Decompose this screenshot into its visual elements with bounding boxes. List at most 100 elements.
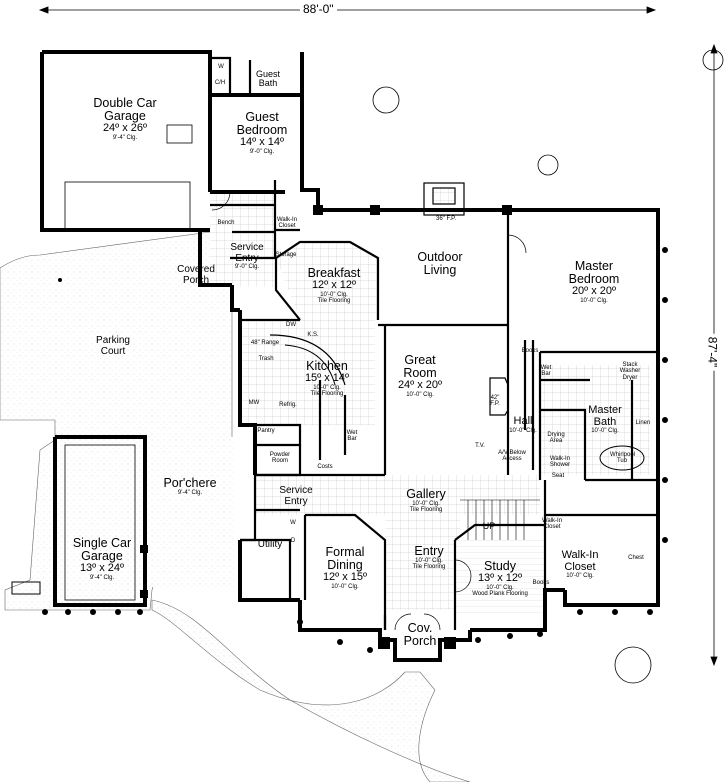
cov-porch-label: Cov. Porch <box>400 621 440 648</box>
porchere-area <box>145 437 235 587</box>
refrig-label: Refrig. <box>279 402 297 408</box>
entry-label: Entry 10'-0" Clg. Tile Flooring <box>412 544 446 571</box>
single-garage-dim: 13º x 24º <box>79 562 125 575</box>
hall-clg: 10'-0" Clg. <box>509 427 537 434</box>
entry-floor <box>385 515 460 610</box>
gallery-floor <box>255 475 540 515</box>
garage-step <box>11 581 41 595</box>
single-garage-name: Single Car Garage <box>72 536 132 564</box>
study-floor: Wood Plank Flooring <box>472 590 528 597</box>
entry-floor: Tile Flooring <box>412 564 446 571</box>
service-entry-top-clg: 9'-0" Clg. <box>234 264 260 270</box>
gallery-label: Gallery 10'-0" Clg. Tile Flooring <box>406 487 446 514</box>
walkin-closet-master-label: Walk-In Closet 10'-0" Clg. <box>558 549 603 579</box>
breakfast-name: Breakfast <box>307 266 361 280</box>
breakfast-floor <box>276 242 378 320</box>
master-bath-label: Master Bath 10'-0" Clg. <box>583 404 628 434</box>
wet-bar-label: Wet Bar <box>346 430 358 443</box>
exterior-walls <box>40 50 660 662</box>
ks-label: K.S. <box>307 332 319 338</box>
formal-dining-name: Formal Dining <box>325 545 365 573</box>
up-label: UP <box>482 521 496 531</box>
gallery-name: Gallery <box>406 487 446 501</box>
formal-dining-dim: 12º x 15º <box>322 571 368 584</box>
kitchen-island <box>269 334 346 386</box>
books-label: Books <box>521 348 539 354</box>
breakfast-floor: Tile Flooring <box>317 297 351 304</box>
master-bedroom-label: Master Bedroom 20º x 20º 10'-0" Clg. <box>559 259 629 304</box>
parking-court-name: Parking Court <box>96 335 130 357</box>
shrubs <box>42 247 668 653</box>
columns <box>140 205 512 649</box>
walkin-closet-small-label: Walk-In Closet <box>541 518 563 531</box>
guest-bath-label: Guest Bath <box>253 69 283 89</box>
guest-bedroom-dim: 14º x 14º <box>239 136 285 149</box>
entry-clg: 10'-0" Clg. <box>415 558 443 565</box>
overall-width-label: 88'-0" <box>300 2 337 16</box>
breakfast-label: Breakfast 12º x 12º 10'-0" Clg. Tile Flo… <box>307 266 361 304</box>
chest-label: Chest <box>628 555 644 561</box>
walkin-closet-master-name: Walk-In Closet <box>561 549 599 573</box>
master-bath-name: Master Bath <box>588 404 622 428</box>
range-label: 48" Range <box>250 340 280 346</box>
drying-area-label: Drying Area <box>547 432 565 445</box>
water-heater-label: W <box>218 64 224 70</box>
fp-outdoor-label: 36" F.P. <box>435 216 457 222</box>
kitchen-dim: 15º x 14º <box>304 372 350 385</box>
kitchen-label: Kitchen 15º x 14º 10'-0" Clg. Tile Floor… <box>304 359 350 397</box>
breakfast-clg: 10'-0" Clg. <box>320 291 348 298</box>
front-walk <box>151 599 471 782</box>
bench-label: Bench <box>217 220 235 226</box>
porchere-label: Por'chere 9'-4" Clg. <box>163 476 216 497</box>
overall-width-dimension <box>38 6 657 14</box>
garage-doors <box>64 124 193 601</box>
great-room-clg: 10'-0" Clg. <box>406 391 434 398</box>
trash-label: Trash <box>258 356 274 362</box>
guest-bath-name: Guest Bath <box>255 69 280 89</box>
great-room-fireplace-icon <box>489 377 509 416</box>
hall-name: Hall <box>513 415 533 427</box>
costs-label: Costs <box>317 464 333 470</box>
formal-dining-label: Formal Dining 12º x 15º 10'-0" Clg. <box>318 545 373 590</box>
kitchen-clg: 10'-0" Clg. <box>313 384 341 391</box>
dw-label: DW <box>286 322 296 328</box>
washer-label: W <box>290 520 296 526</box>
guest-bedroom-label: Guest Bedroom 14º x 14º 9'-0" Clg. <box>227 110 297 155</box>
gallery-floor: Tile Flooring <box>409 507 443 514</box>
porchere-clg: 9'-4" Clg. <box>177 490 203 497</box>
study-floor <box>455 540 545 615</box>
study-label: Study 13º x 12º 10'-0" Clg. Wood Plank F… <box>472 559 528 597</box>
walkin-closet-guest-label: Walk-In Closet <box>276 217 298 230</box>
tv-label: T.V. <box>475 443 485 449</box>
covered-porch-label: Covered Porch <box>174 264 219 286</box>
study-dim: 13º x 12º <box>477 572 523 585</box>
service-entry-bottom-label: Service Entry <box>274 485 319 507</box>
great-room-label: Great Room 24º x 20º 10'-0" Clg. <box>395 353 445 398</box>
utility-name: Utility <box>257 539 283 550</box>
single-garage-label: Single Car Garage 13º x 24º 9'-4" Clg. <box>67 536 137 581</box>
mw-label: MW <box>248 400 260 406</box>
staircase <box>460 499 540 540</box>
double-garage-dim: 24º x 26º <box>102 122 148 135</box>
fireplace-icon <box>423 182 465 216</box>
double-garage-name: Double Car Garage <box>93 96 157 124</box>
outdoor-living-name: Outdoor Living <box>417 250 463 278</box>
kitchen-floor <box>240 320 375 425</box>
powder-room-label: Powder Room <box>269 452 291 465</box>
master-bedroom-dim: 20º x 20º <box>571 285 617 298</box>
tree-icon <box>372 49 724 684</box>
pantry-label: Pantry <box>257 428 275 434</box>
study-name: Study <box>484 559 516 573</box>
service-entry-top-label: Service Entry 9'-0" Clg. <box>225 242 270 270</box>
outdoor-living-label: Outdoor Living <box>410 250 470 278</box>
great-room-name: Great Room <box>403 353 437 381</box>
door-swings <box>211 191 527 631</box>
wet-bar-master-label: Wet Bar <box>540 365 552 378</box>
hall-label: Hall 10'-0" Clg. <box>509 415 537 434</box>
breakfast-dim: 12º x 12º <box>311 279 357 292</box>
double-garage-clg: 9'-4" Clg. <box>112 134 138 141</box>
linen-label: Linen <box>635 420 651 426</box>
whirlpool-tub-label: Whirlpool Tub <box>610 452 636 465</box>
stack-washer-label: Stack Washer Dryer <box>619 362 641 381</box>
